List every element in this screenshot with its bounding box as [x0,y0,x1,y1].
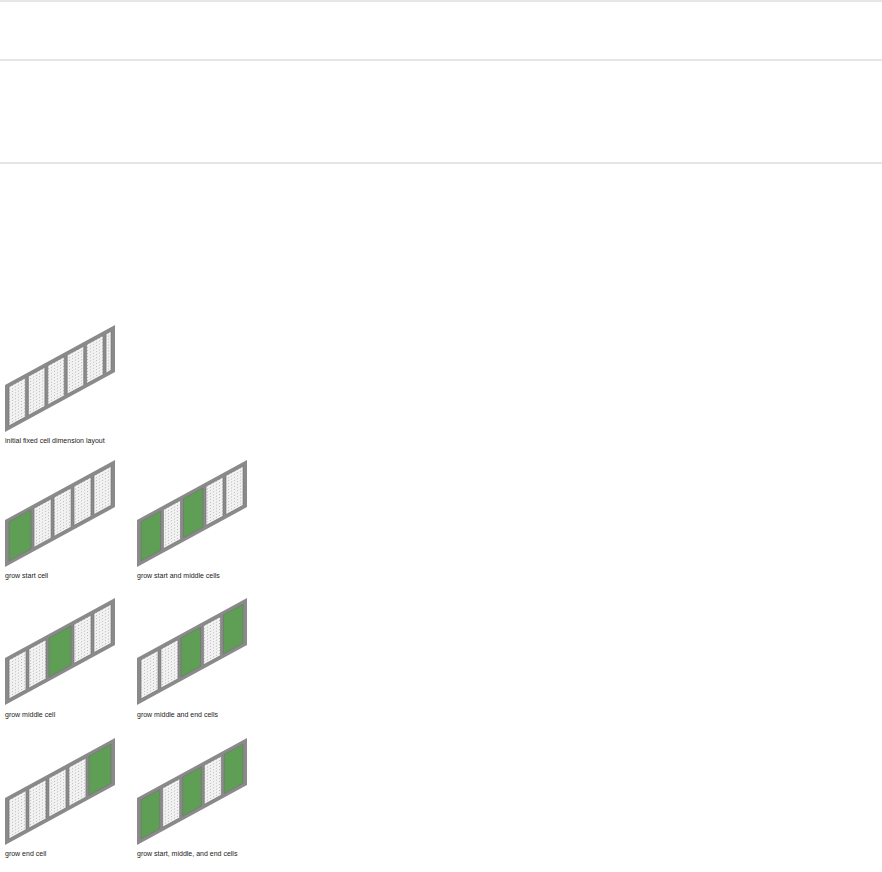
panel-cell [206,477,223,525]
panel-cell [141,511,161,561]
panel-cell [28,367,44,415]
curtain-wall-panel [5,460,115,567]
panel-cell [181,627,201,677]
panel-cell [49,626,71,677]
panel-frame [137,738,247,845]
panel-frame [5,460,115,567]
figure-caption: grow middle cell [5,711,55,719]
panel-cell [49,769,66,817]
panel-cell [9,378,25,426]
panel-frame [5,598,115,705]
panel-cell [48,357,64,405]
panel-cell [224,744,243,793]
figure-caption: initial fixed cell dimension layout [5,437,105,445]
panel-cell [106,331,111,373]
panel-cell [161,640,178,688]
panel-cell [164,500,181,548]
figure-caption: grow middle and end cells [137,711,218,719]
panel-cell [9,791,26,839]
panel-cell [54,488,71,536]
figure-caption: grow start and middle cells [137,572,220,580]
panel-cell [9,510,31,561]
panel-cell [34,499,51,547]
panel-cell [163,779,180,827]
panel-cell [141,651,158,699]
panel-cell [89,744,111,795]
panel-cell [29,640,46,688]
figure-caption: grow start cell [5,572,48,580]
rule-line [0,1,882,2]
panel-cell [226,466,243,514]
panel-cell [74,615,91,663]
panel-cell [74,477,91,525]
panel-cell [29,780,46,828]
curtain-wall-panel [137,738,247,845]
rule-line [0,163,882,164]
curtain-wall-panel [5,325,115,432]
figure-caption: grow start, middle, and end cells [137,850,237,858]
panel-cell [223,604,243,654]
panel-cell [141,790,160,839]
curtain-wall-panel [137,598,247,705]
panel-cell [203,617,220,665]
panel-cell [94,466,111,514]
panel-frame [137,598,247,705]
curtain-wall-panel [5,738,115,845]
panel-cell [94,604,111,652]
panel-cell [204,756,221,804]
panel-cell [67,346,83,394]
curtain-wall-panel [5,598,115,705]
panel-frame [5,738,115,845]
figure-caption: grow end cell [5,850,46,858]
panel-cell [69,758,86,806]
panel-cell [183,767,202,816]
panel-frame [137,460,247,567]
curtain-wall-panel [137,460,247,567]
panel-cell [87,336,103,384]
rule-line [0,60,882,61]
panel-cell [9,651,26,699]
panel-cell [184,488,204,538]
panel-frame [5,325,115,432]
